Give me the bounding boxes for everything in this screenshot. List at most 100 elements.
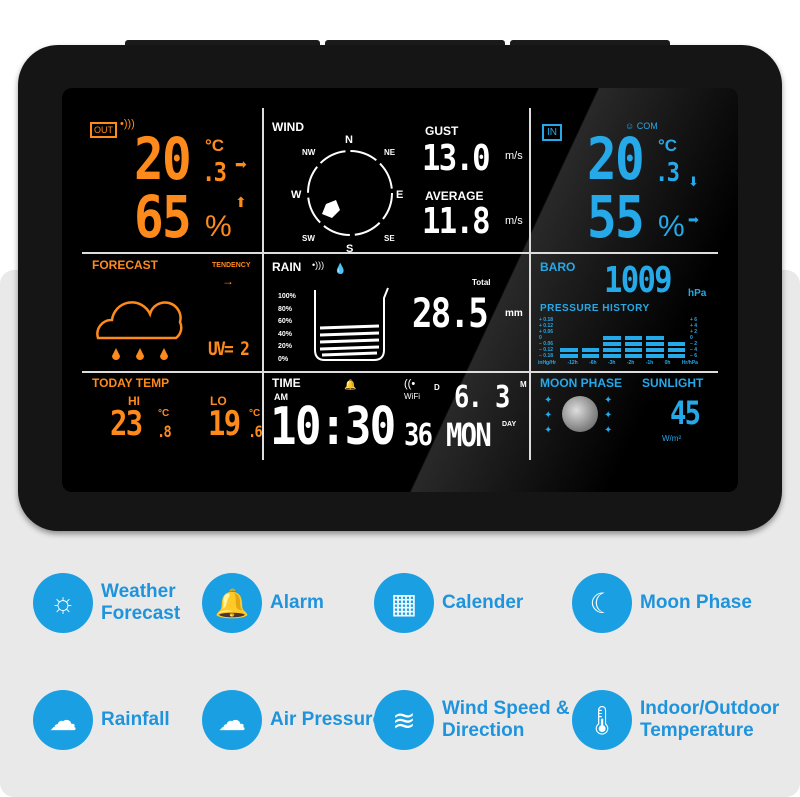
lo-temp: 19 — [208, 404, 241, 444]
feature-label: Alarm — [270, 592, 324, 613]
compass-e: E — [396, 189, 403, 201]
signal-icon: •))) — [120, 118, 135, 130]
star-icon: ✦ — [604, 425, 613, 436]
day-label-d: D — [434, 383, 440, 392]
compass-ne: NE — [384, 148, 396, 157]
baro-value: 1009 — [604, 260, 673, 301]
tendency-arrow-icon: → — [222, 274, 234, 288]
feature-thermometer: 🌡Indoor/Outdoor Temperature — [572, 690, 780, 750]
pressure-history-bars — [560, 328, 685, 358]
hi-temp: 23 — [110, 404, 143, 444]
gust-value: 13.0 — [422, 138, 491, 179]
pressure-bar — [581, 348, 599, 358]
feature-pressure-cloud: ☁Air Pressure — [202, 690, 410, 750]
outdoor-humidity: 65 — [134, 183, 192, 251]
moon-phase-title: MOON PHASE — [540, 376, 623, 390]
arrow-up-icon: ⬆ — [235, 194, 247, 210]
pressure-bar-segment — [581, 348, 599, 352]
gust-unit: m/s — [505, 150, 523, 162]
rain-title: RAIN — [272, 260, 302, 274]
feature-label: Air Pressure — [270, 709, 384, 730]
feature-label: Moon Phase — [640, 592, 752, 613]
pressure-bar-segment — [667, 348, 685, 352]
rain-unit: mm — [505, 308, 523, 319]
average-unit: m/s — [505, 215, 523, 227]
cloudy-rain-icon — [96, 301, 183, 360]
top-button[interactable] — [125, 40, 320, 48]
outdoor-temp-decimal: .3 — [202, 158, 227, 188]
pressure-bar-segment — [624, 336, 642, 340]
star-icon: ✦ — [544, 425, 553, 436]
hi-decimal: .8 — [157, 422, 172, 441]
baro-unit: hPa — [688, 288, 707, 299]
moon-icon — [562, 396, 598, 432]
lo-unit: °C — [249, 408, 261, 419]
feature-bell: 🔔 Alarm — [202, 573, 410, 633]
sunlight-title: SUNLIGHT — [642, 376, 704, 390]
average-value: 11.8 — [422, 201, 491, 242]
moon-icon: ☾ — [572, 573, 632, 633]
pressure-bar-segment — [624, 342, 642, 346]
feature-label: Wind Speed & Direction — [442, 698, 570, 741]
pressure-bar — [560, 348, 578, 358]
wind-direction-marker — [322, 200, 340, 218]
seconds: 36 — [404, 418, 433, 453]
pressure-bar-segment — [581, 354, 599, 358]
star-icon: ✦ — [544, 395, 553, 406]
indoor-humidity-unit: % — [658, 210, 685, 243]
clock: 10:30 — [270, 397, 396, 457]
compass-n: N — [345, 134, 353, 146]
feature-wind: ≋Wind Speed & Direction — [374, 690, 582, 750]
star-icon: ✦ — [604, 410, 613, 421]
weekday: MON — [446, 416, 492, 454]
pressure-bar-segment — [667, 354, 685, 358]
month-label-m: M — [520, 380, 527, 389]
pressure-bar-segment — [624, 354, 642, 358]
sun-cloud-icon: ☼ — [33, 573, 93, 633]
average-label: AVERAGE — [425, 189, 484, 203]
pressure-bar-segment — [646, 348, 664, 352]
feature-label: Weather Forecast — [101, 581, 181, 624]
sunlight-value: 45 — [670, 394, 701, 432]
date: 6. 3 — [454, 380, 510, 415]
compass-s: S — [346, 243, 353, 255]
pressure-bar-segment — [603, 354, 621, 358]
top-button[interactable] — [510, 40, 670, 48]
top-button[interactable] — [325, 40, 505, 48]
indoor-humidity: 55 — [587, 183, 645, 251]
ampm-label: AM — [274, 392, 288, 402]
wind-icon: ≋ — [374, 690, 434, 750]
feature-label: Calender — [442, 592, 524, 613]
feature-moon: ☾ Moon Phase — [572, 573, 780, 633]
pressure-bar — [667, 342, 685, 358]
thermometer-icon: 🌡 — [572, 690, 632, 750]
indoor-temp: 20 — [587, 125, 645, 193]
wind-title: WIND — [272, 120, 304, 134]
arrow-right-icon: ➡ — [688, 212, 699, 227]
indoor-temp-decimal: .3 — [655, 158, 680, 188]
compass-sw: SW — [302, 234, 315, 243]
pressure-bar-segment — [560, 354, 578, 358]
wifi-label: WiFi — [404, 392, 420, 401]
arrow-down-icon: ⬇ — [688, 174, 699, 189]
outdoor-badge: OUT — [90, 122, 117, 138]
indoor-temp-unit: °C — [658, 136, 678, 155]
star-icon: ✦ — [604, 395, 613, 406]
arrow-right-icon: ➡ — [235, 156, 247, 172]
star-icon: ✦ — [544, 410, 553, 421]
compass-w: W — [291, 189, 302, 201]
bell-icon: 🔔 — [202, 573, 262, 633]
outdoor-temp-unit: °C — [205, 136, 225, 155]
feature-label: Rainfall — [101, 709, 170, 730]
compass-nw: NW — [302, 148, 316, 157]
feature-label: Indoor/Outdoor Temperature — [640, 698, 780, 741]
rain-scale: 100%80%60%40%20%0% — [278, 293, 296, 363]
raindrops-icon: 💧 — [334, 264, 346, 275]
pressure-history-title: PRESSURE HISTORY — [540, 303, 650, 314]
pressure-bar-segment — [603, 348, 621, 352]
compass-se: SE — [384, 234, 395, 243]
calendar-icon: ▦ — [374, 573, 434, 633]
pressure-bar — [646, 336, 664, 358]
